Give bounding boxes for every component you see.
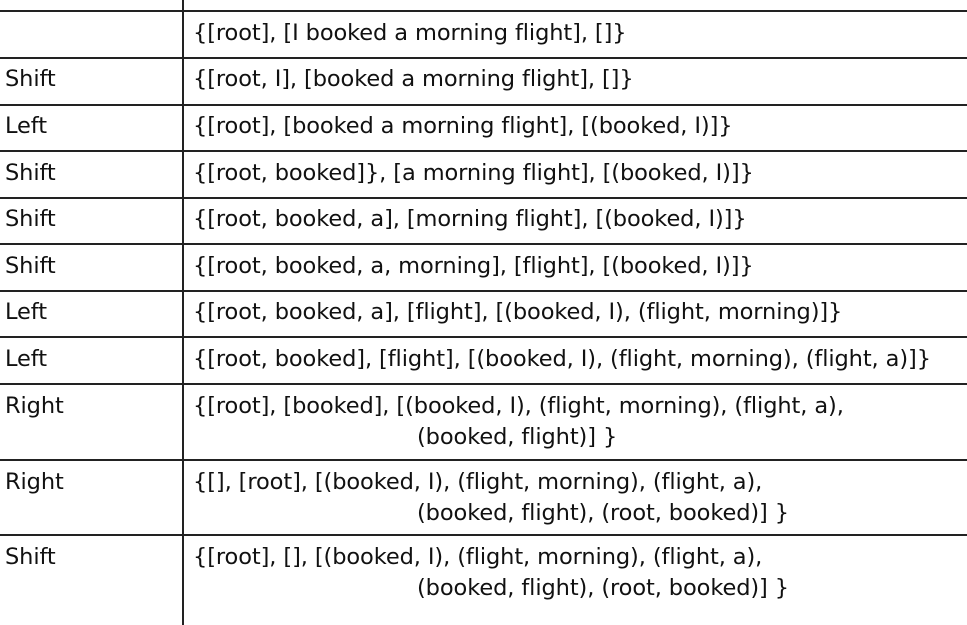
action-cell: Left <box>5 113 47 139</box>
row-divider <box>0 534 967 536</box>
row-divider <box>0 459 967 461</box>
action-cell: Right <box>5 393 64 419</box>
state-text-continuation: (booked, flight)] } <box>417 424 618 450</box>
row-divider <box>0 197 967 199</box>
action-cell: Left <box>5 346 47 372</box>
state-cell: {[root, I], [booked a morning flight], [… <box>193 64 634 95</box>
action-cell: Shift <box>5 206 56 232</box>
state-text: {[root], [booked], [(booked, I), (flight… <box>193 393 844 419</box>
row-divider <box>0 150 967 152</box>
row-divider <box>0 243 967 245</box>
row-divider <box>0 10 967 12</box>
state-cell: {[root, booked], [flight], [(booked, I),… <box>193 344 931 375</box>
action-cell: Right <box>5 469 64 495</box>
state-text: {[root, booked]}, [a morning flight], [(… <box>193 160 754 186</box>
state-text: {[root, booked, a], [morning flight], [(… <box>193 206 747 232</box>
state-text: {[root, booked], [flight], [(booked, I),… <box>193 346 931 372</box>
state-cell: {[], [root], [(booked, I), (flight, morn… <box>193 467 789 529</box>
row-divider <box>0 336 967 338</box>
state-cell: {[root, booked, a], [flight], [(booked, … <box>193 297 842 328</box>
action-cell: Shift <box>5 160 56 186</box>
row-divider <box>0 104 967 106</box>
row-divider <box>0 290 967 292</box>
column-divider <box>182 0 184 625</box>
action-cell: Shift <box>5 253 56 279</box>
state-cell: {[root], [booked a morning flight], [(bo… <box>193 111 733 142</box>
state-text-continuation: (booked, flight), (root, booked)] } <box>417 575 790 601</box>
state-text: {[root, booked, a], [flight], [(booked, … <box>193 299 843 325</box>
row-divider <box>0 57 967 59</box>
state-cell: {[root], [I booked a morning flight], []… <box>193 18 627 49</box>
action-cell: Shift <box>5 544 56 570</box>
state-text: {[], [root], [(booked, I), (flight, morn… <box>193 469 763 495</box>
state-text-continuation: (booked, flight), (root, booked)] } <box>417 500 790 526</box>
state-cell: {[root, booked]}, [a morning flight], [(… <box>193 158 754 189</box>
action-cell: Shift <box>5 66 56 92</box>
state-text: {[root], [I booked a morning flight], []… <box>193 20 627 46</box>
state-text: {[root, I], [booked a morning flight], [… <box>193 66 634 92</box>
state-cell: {[root], [booked], [(booked, I), (flight… <box>193 391 844 453</box>
state-text: {[root], [booked a morning flight], [(bo… <box>193 113 733 139</box>
action-cell: Left <box>5 299 47 325</box>
state-cell: {[root], [], [(booked, I), (flight, morn… <box>193 542 789 604</box>
state-cell: {[root, booked, a, morning], [flight], [… <box>193 251 754 282</box>
state-cell: {[root, booked, a], [morning flight], [(… <box>193 204 747 235</box>
state-text: {[root], [], [(booked, I), (flight, morn… <box>193 544 763 570</box>
row-divider <box>0 383 967 385</box>
state-text: {[root, booked, a, morning], [flight], [… <box>193 253 754 279</box>
